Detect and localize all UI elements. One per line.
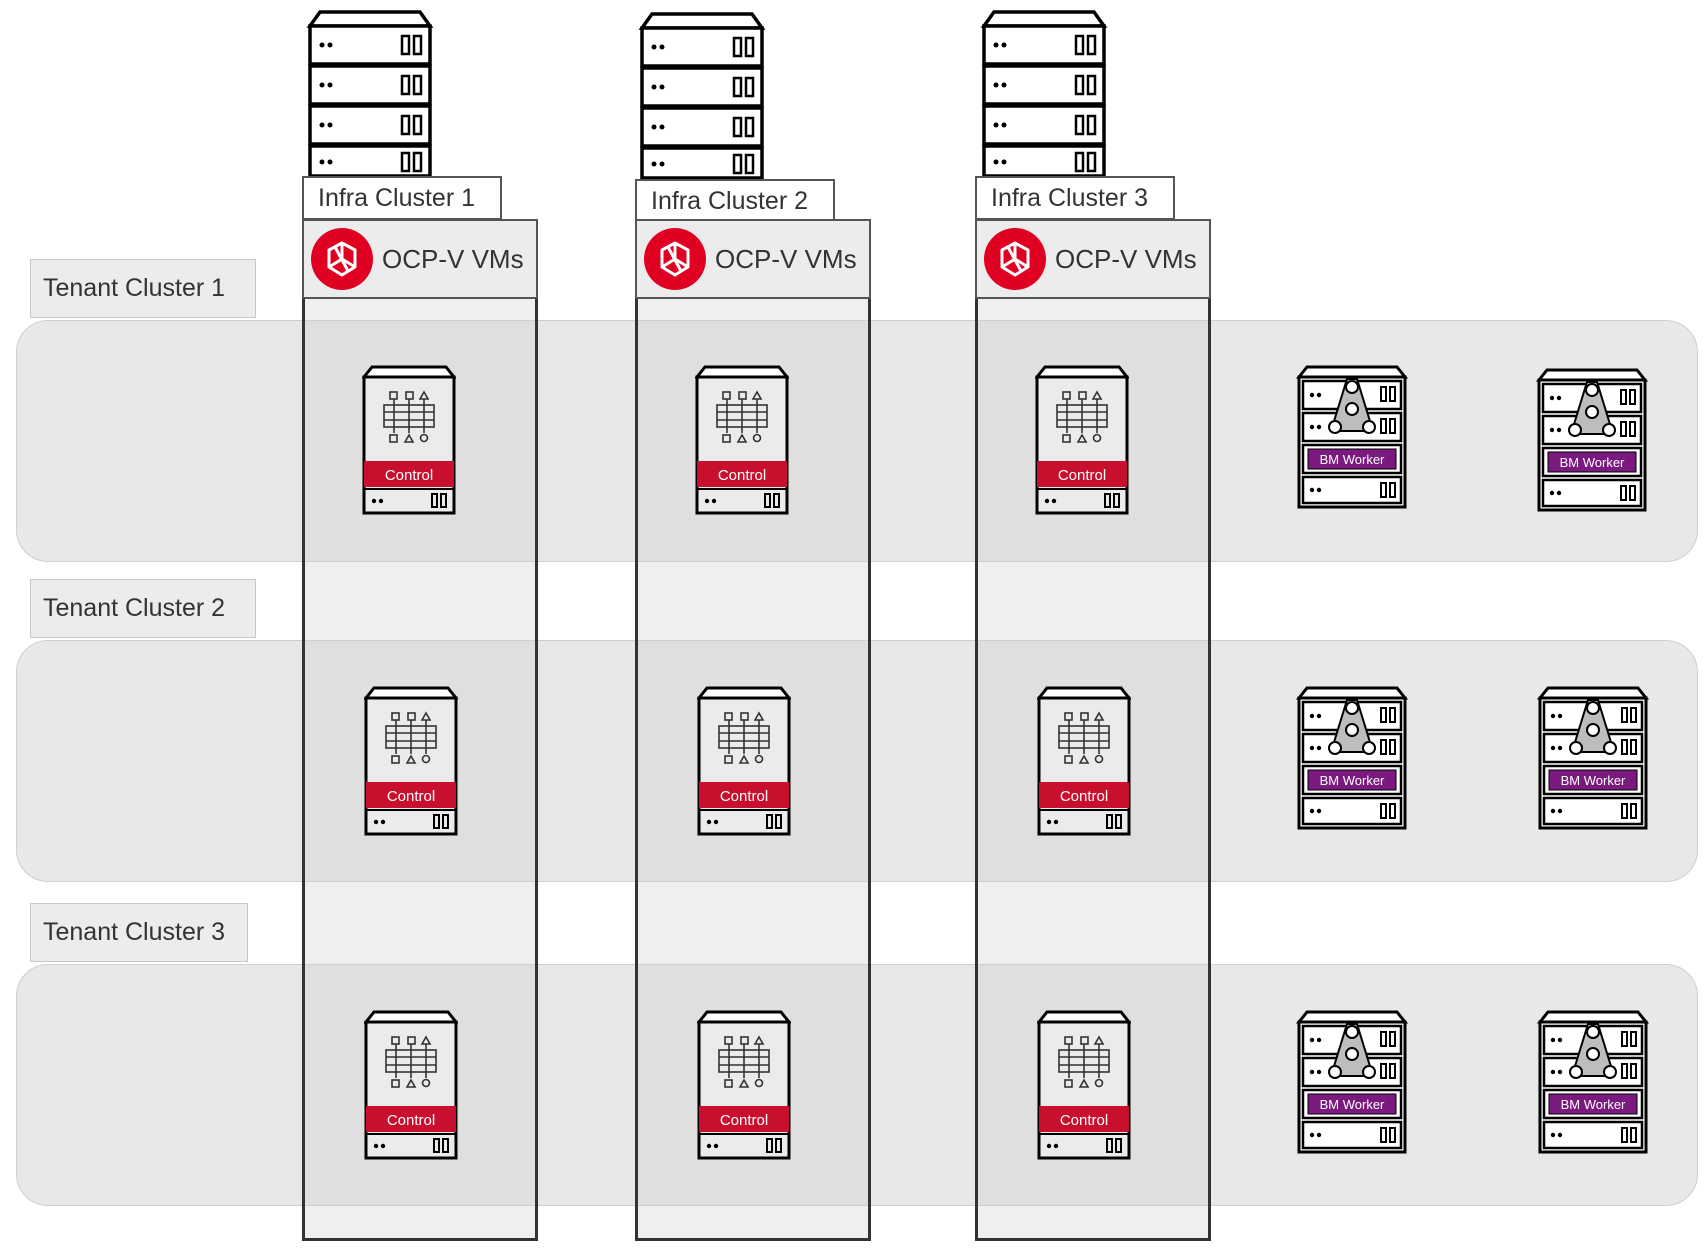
control-node-server-icon: Control	[1037, 686, 1131, 836]
control-node-server-icon: Control	[364, 686, 458, 836]
server-rack-icon	[980, 10, 1108, 178]
control-node-server-icon: Control	[364, 1010, 458, 1160]
control-node-label: Control	[387, 788, 435, 805]
ocpv-vms-label: OCP-V VMs	[382, 243, 524, 274]
bm-worker-server-icon: BM Worker	[1295, 365, 1409, 509]
infra-cluster-1-label: Infra Cluster 1	[302, 176, 502, 220]
control-node-label: Control	[720, 1112, 768, 1129]
control-node-server-icon: Control	[697, 1010, 791, 1160]
control-node-server-icon: Control	[695, 365, 789, 515]
server-rack-icon	[638, 12, 766, 180]
control-node-label: Control	[1058, 467, 1106, 484]
bm-worker-label: BM Worker	[1560, 455, 1625, 470]
bm-worker-server-icon: BM Worker	[1536, 686, 1650, 830]
control-node-server-icon: Control	[362, 365, 456, 515]
ocpv-vms-label: OCP-V VMs	[715, 243, 857, 274]
bm-worker-label: BM Worker	[1561, 773, 1626, 788]
bm-worker-label: BM Worker	[1320, 452, 1385, 467]
tenant-cluster-1-label: Tenant Cluster 1	[30, 259, 256, 318]
ocpv-vms-label: OCP-V VMs	[1055, 243, 1197, 274]
bm-worker-server-icon: BM Worker	[1536, 1010, 1650, 1154]
tenant-cluster-2-label: Tenant Cluster 2	[30, 579, 256, 638]
control-node-label: Control	[387, 1112, 435, 1129]
bm-worker-server-icon: BM Worker	[1295, 1010, 1409, 1154]
bm-worker-label: BM Worker	[1320, 773, 1385, 788]
ocpv-vms-box-3: OCP-V VMs	[975, 219, 1211, 299]
openshift-virtualization-icon	[644, 228, 706, 290]
server-rack-icon	[306, 10, 434, 178]
bm-worker-label: BM Worker	[1561, 1097, 1626, 1112]
infra-cluster-3-label: Infra Cluster 3	[975, 176, 1175, 220]
ocpv-vms-box-1: OCP-V VMs	[302, 219, 538, 299]
openshift-virtualization-icon	[984, 228, 1046, 290]
control-node-label: Control	[720, 788, 768, 805]
control-node-label: Control	[1060, 788, 1108, 805]
tenant-cluster-3-label: Tenant Cluster 3	[30, 903, 248, 962]
control-node-server-icon: Control	[1035, 365, 1129, 515]
control-node-label: Control	[1060, 1112, 1108, 1129]
tenant-cluster-3-band	[16, 964, 1698, 1206]
openshift-virtualization-icon	[311, 228, 373, 290]
control-node-server-icon: Control	[1037, 1010, 1131, 1160]
infra-cluster-2-label: Infra Cluster 2	[635, 179, 835, 223]
bm-worker-label: BM Worker	[1320, 1097, 1385, 1112]
tenant-cluster-1-band	[16, 320, 1698, 562]
control-node-server-icon: Control	[697, 686, 791, 836]
control-node-label: Control	[385, 467, 433, 484]
control-node-label: Control	[718, 467, 766, 484]
tenant-cluster-2-band	[16, 640, 1698, 882]
ocpv-vms-box-2: OCP-V VMs	[635, 219, 871, 299]
bm-worker-server-icon: BM Worker	[1295, 686, 1409, 830]
bm-worker-server-icon: BM Worker	[1535, 368, 1649, 512]
